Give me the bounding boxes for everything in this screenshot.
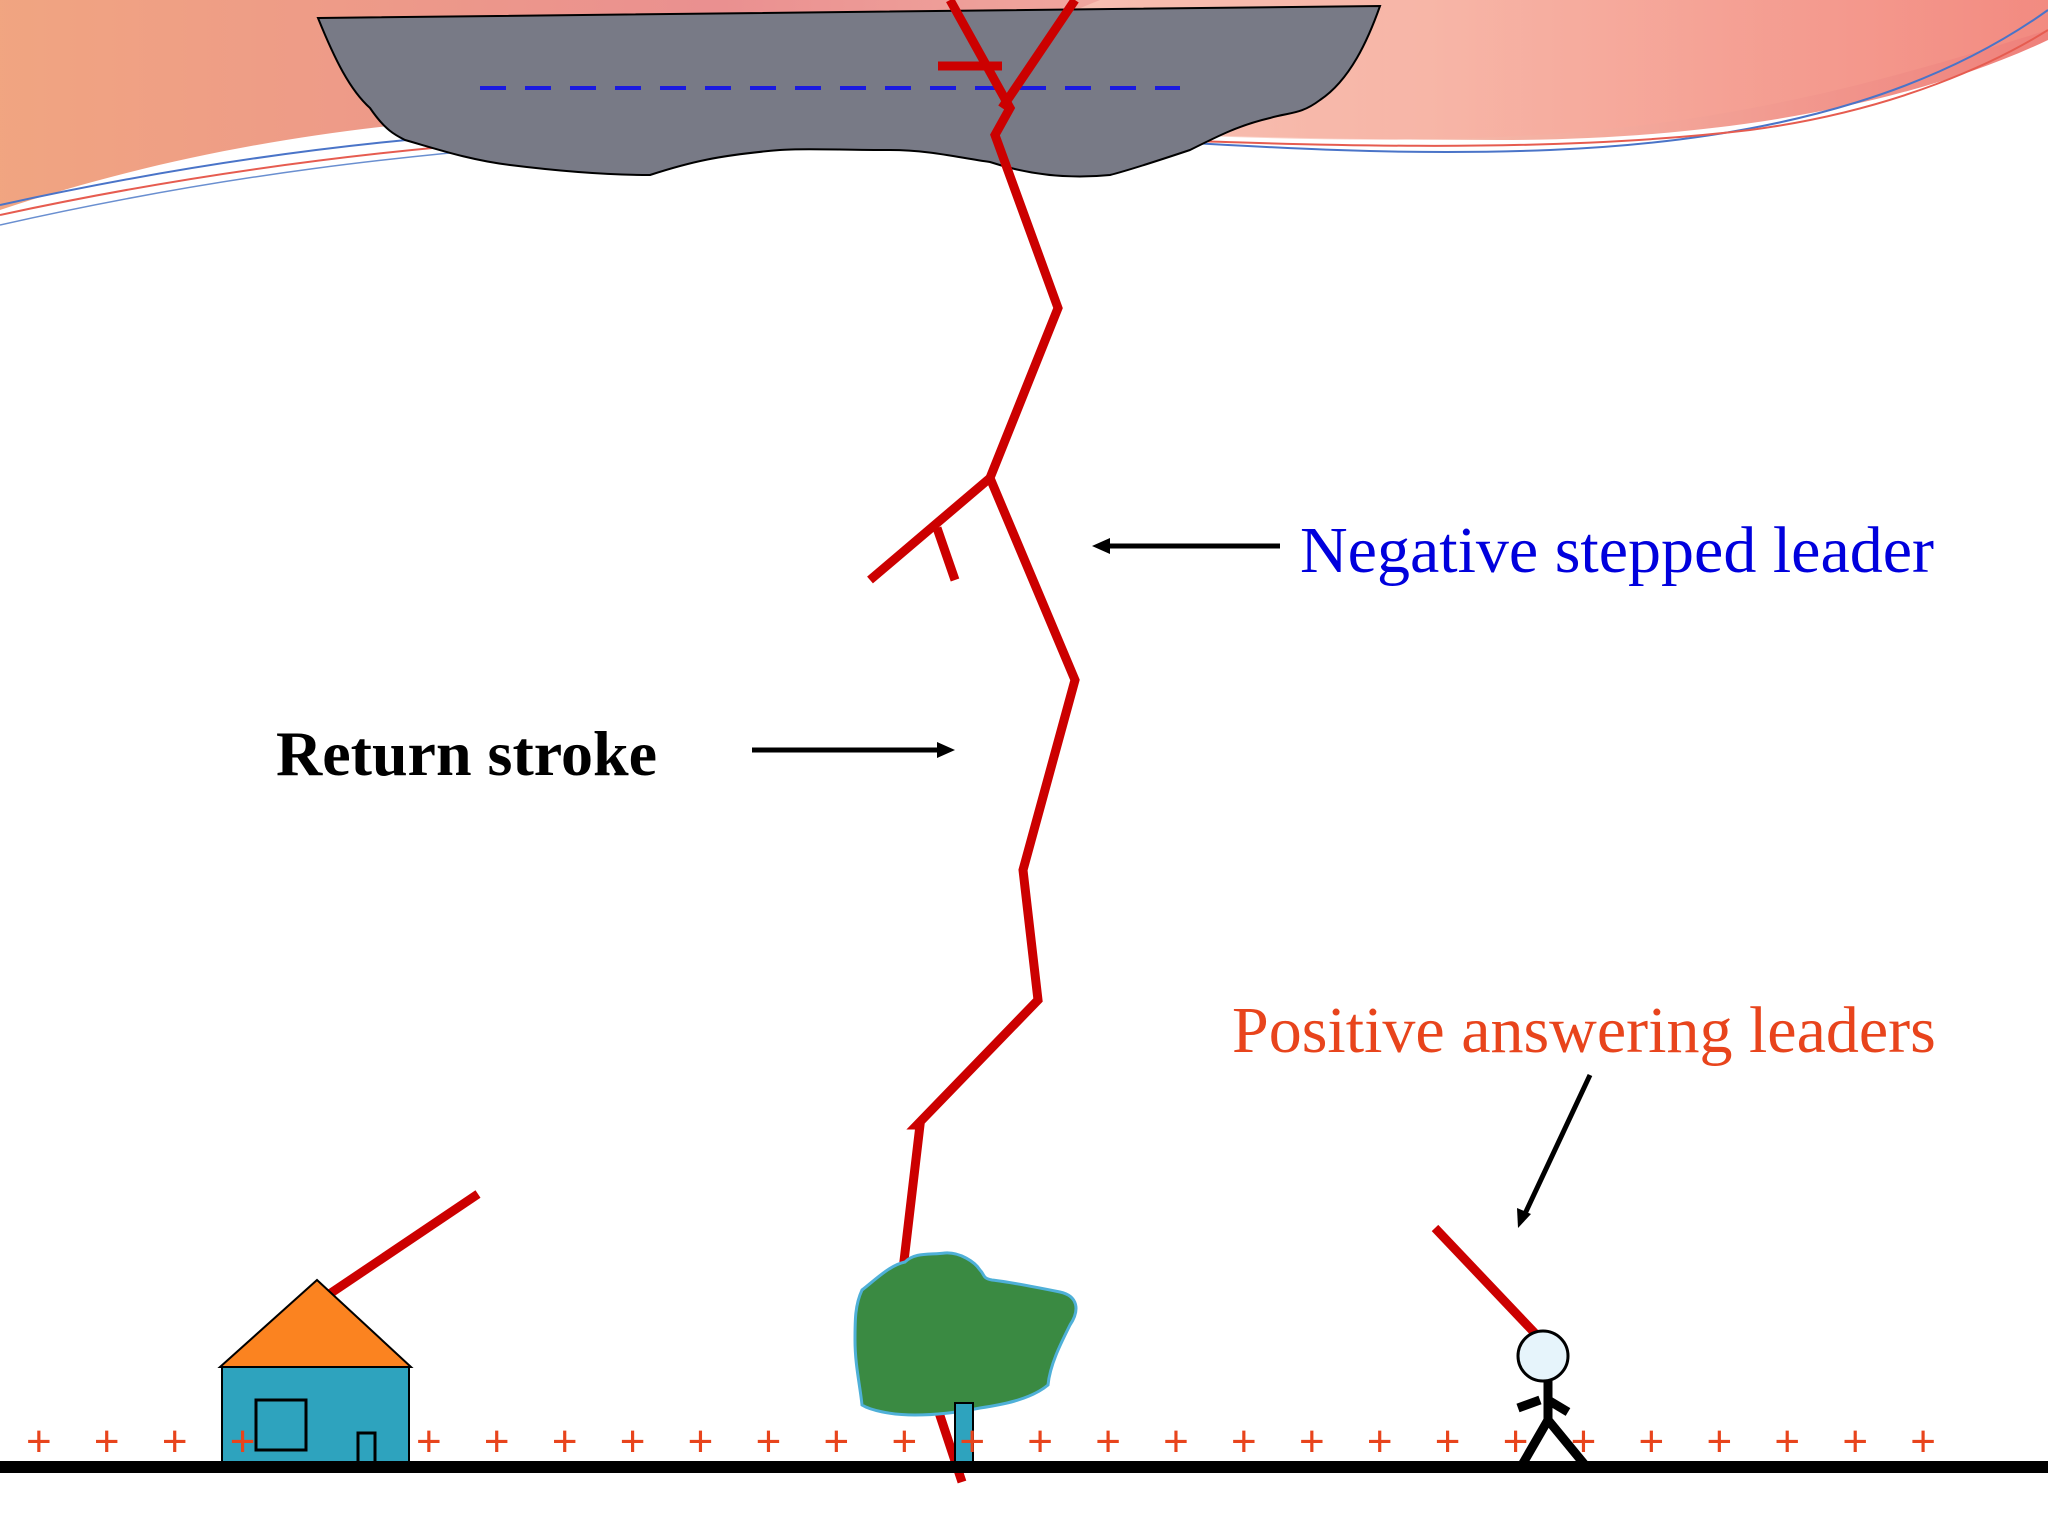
negative-stepped-leader-label: Negative stepped leader xyxy=(1300,514,1935,587)
return-stroke-label: Return stroke xyxy=(276,718,657,789)
ground-positive-charges-right: + + + + + + + + + + + + + + + + + + + + … xyxy=(416,1417,1951,1466)
house-icon xyxy=(217,1278,414,1469)
person-answering-leader xyxy=(1431,1224,1552,1351)
thundercloud-icon xyxy=(316,4,1382,178)
house-answering-leader xyxy=(322,1190,481,1301)
person-icon xyxy=(1516,1329,1589,1468)
positive-answering-leaders xyxy=(322,1190,1552,1351)
ground-positive-charges-left: + + + + xyxy=(26,1417,271,1466)
positive-leader-arrow xyxy=(1520,1073,1593,1220)
tree-icon xyxy=(853,1251,1078,1469)
arrows xyxy=(752,538,1593,1228)
positive-answering-leaders-label: Positive answering leaders xyxy=(1232,994,1936,1067)
lightning-channel xyxy=(867,0,1080,1484)
